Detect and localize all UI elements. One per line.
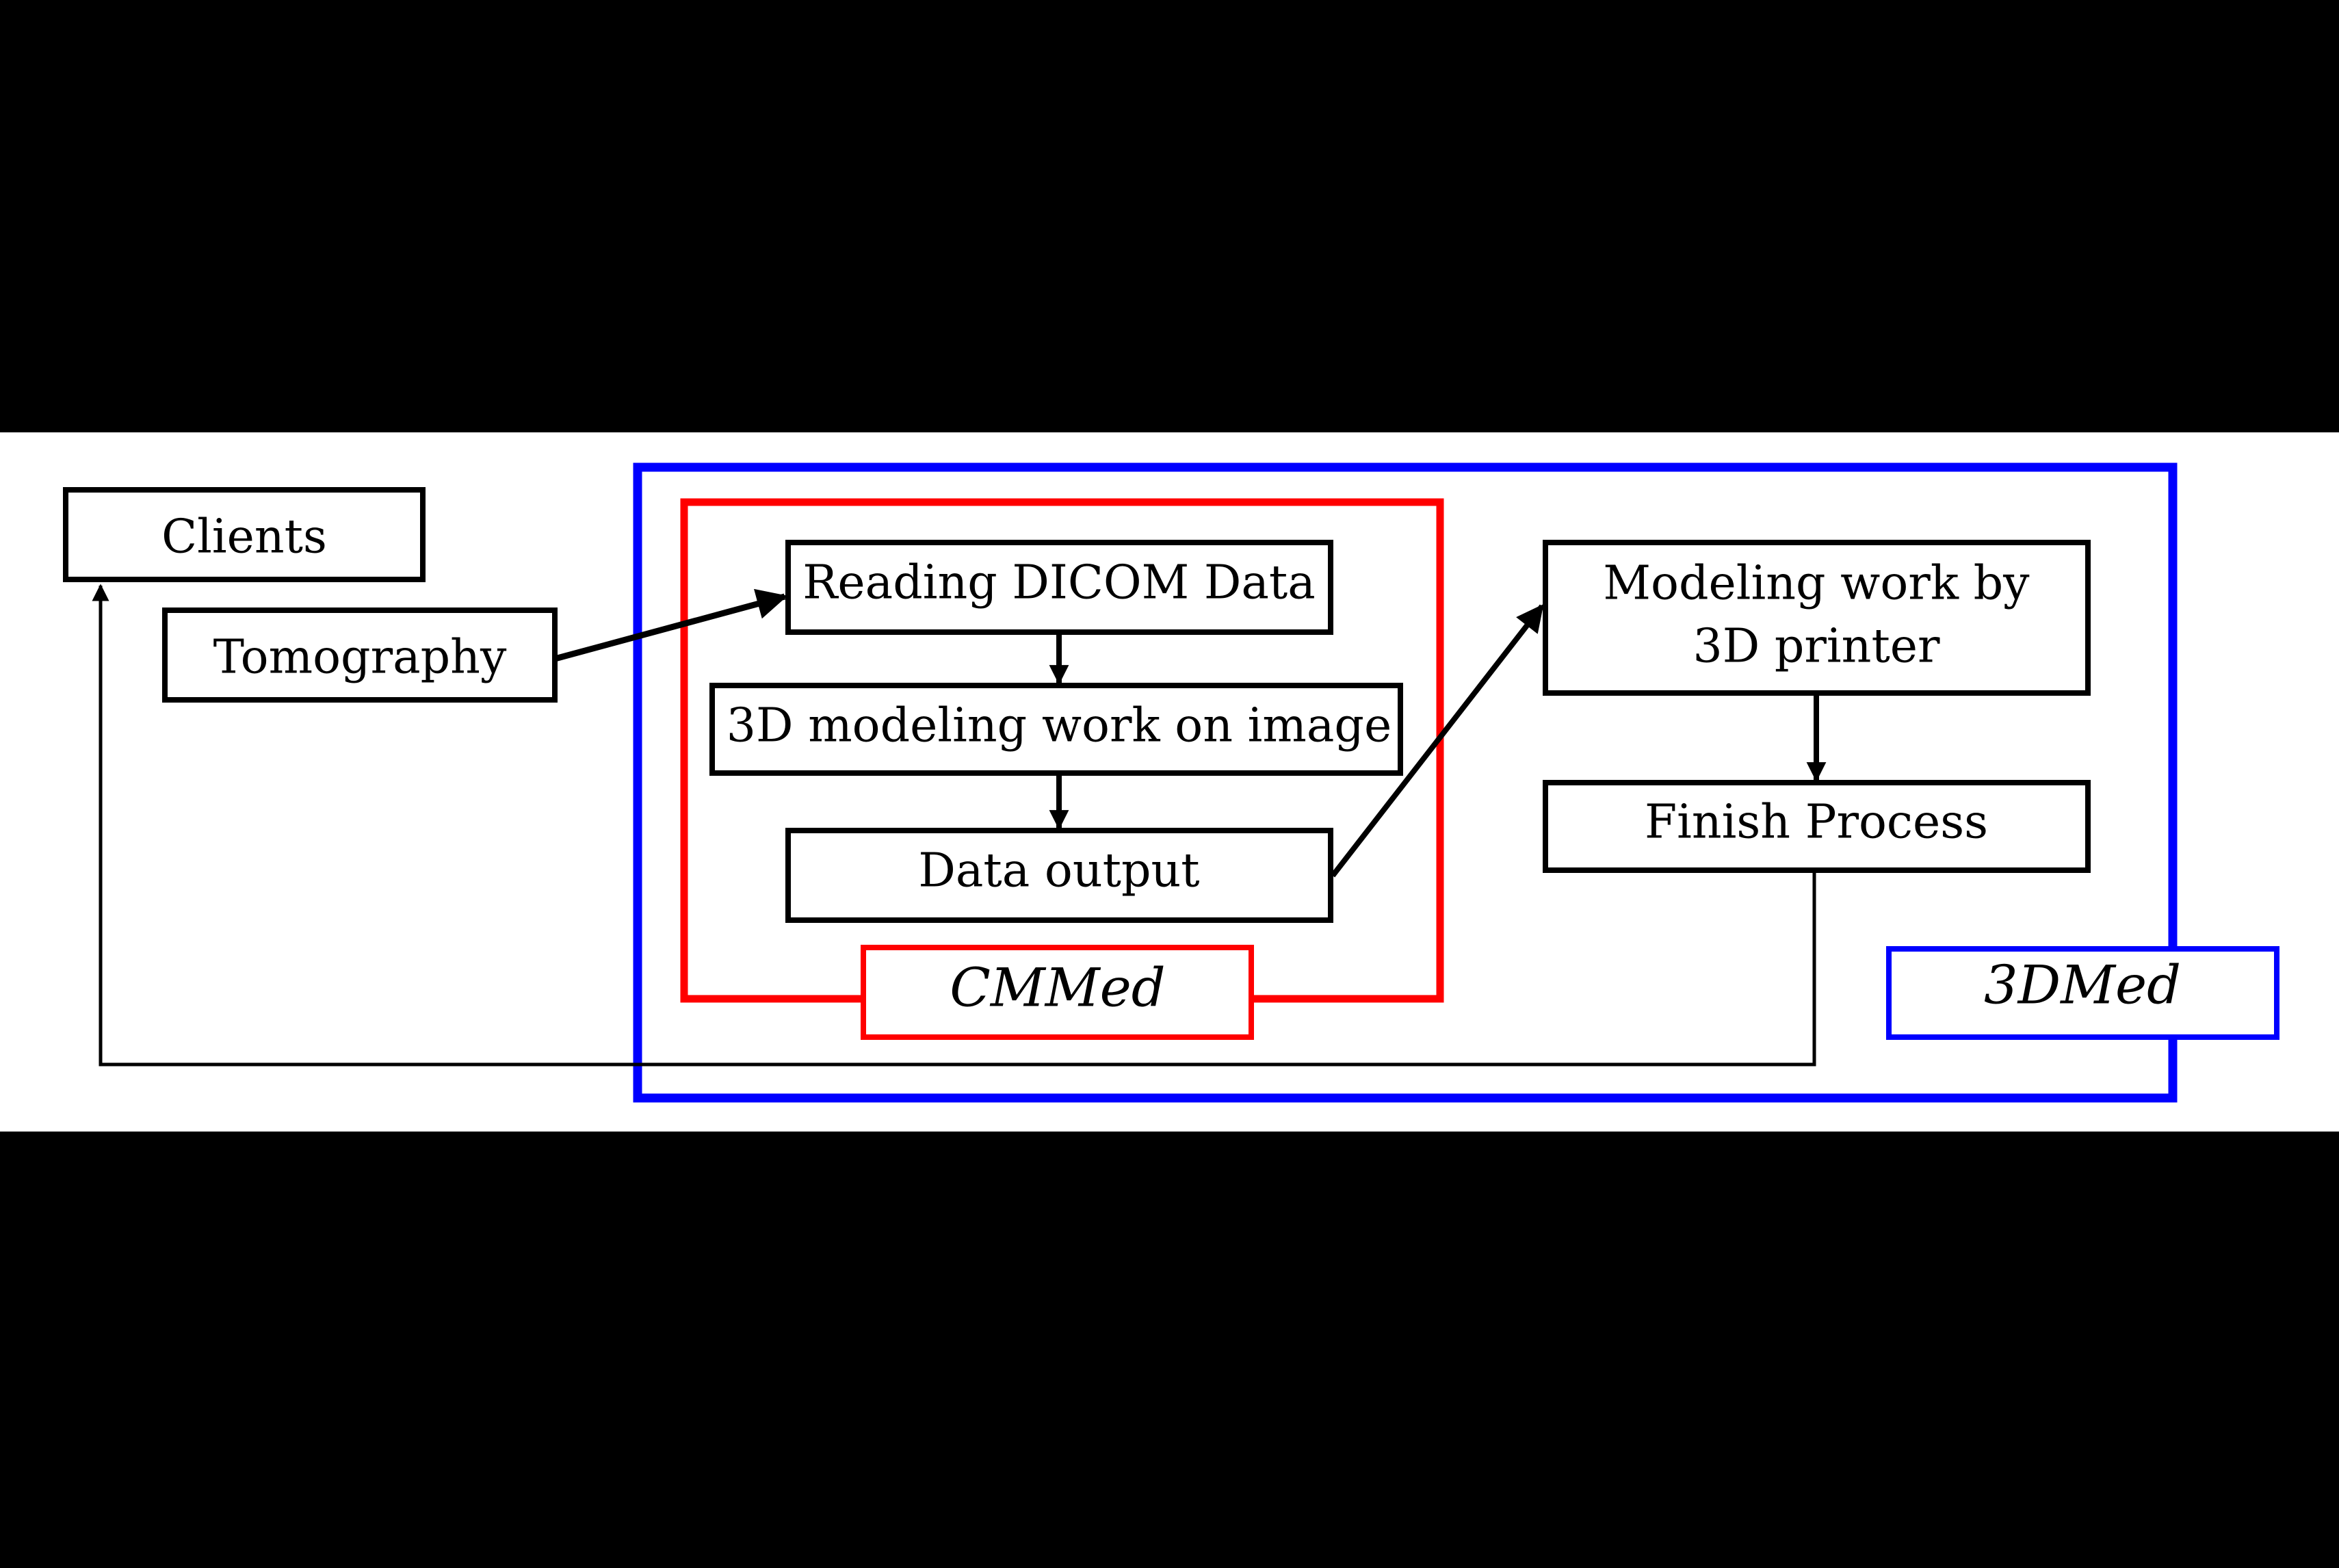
- threedmed-label-box: [1886, 946, 2279, 1040]
- cmmed-label-box: [861, 945, 1254, 1040]
- finish-box: [1543, 780, 2091, 873]
- arrow-finish-to-clients: [92, 584, 1816, 1067]
- modeling-3d-label: 3D modeling work on image: [727, 699, 1391, 753]
- data-output-label: Data output: [918, 844, 1199, 898]
- arrow-tomography-to-reading: [553, 588, 788, 662]
- tomography-label: Tomography: [213, 631, 507, 685]
- clients-label: Clients: [161, 510, 327, 564]
- reading-dicom-label: Reading DICOM Data: [802, 556, 1316, 610]
- printer-label-line1: Modeling work by: [1603, 557, 2030, 611]
- cmmed-label: CMMed: [950, 958, 1166, 1019]
- clients-box: [63, 487, 426, 582]
- data-output-box: [785, 828, 1333, 923]
- arrow-output-to-printer: [1330, 603, 1545, 878]
- printer-box: [1543, 540, 2091, 696]
- reading-dicom-box: [785, 540, 1333, 635]
- modeling-3d-box: [709, 683, 1403, 776]
- threedmed-label: 3DMed: [1984, 955, 2181, 1017]
- finish-label: Finish Process: [1645, 796, 1988, 850]
- printer-label-line2: 3D printer: [1693, 620, 1940, 674]
- threedmed-frame: [633, 462, 2178, 1103]
- tomography-box: [162, 607, 558, 703]
